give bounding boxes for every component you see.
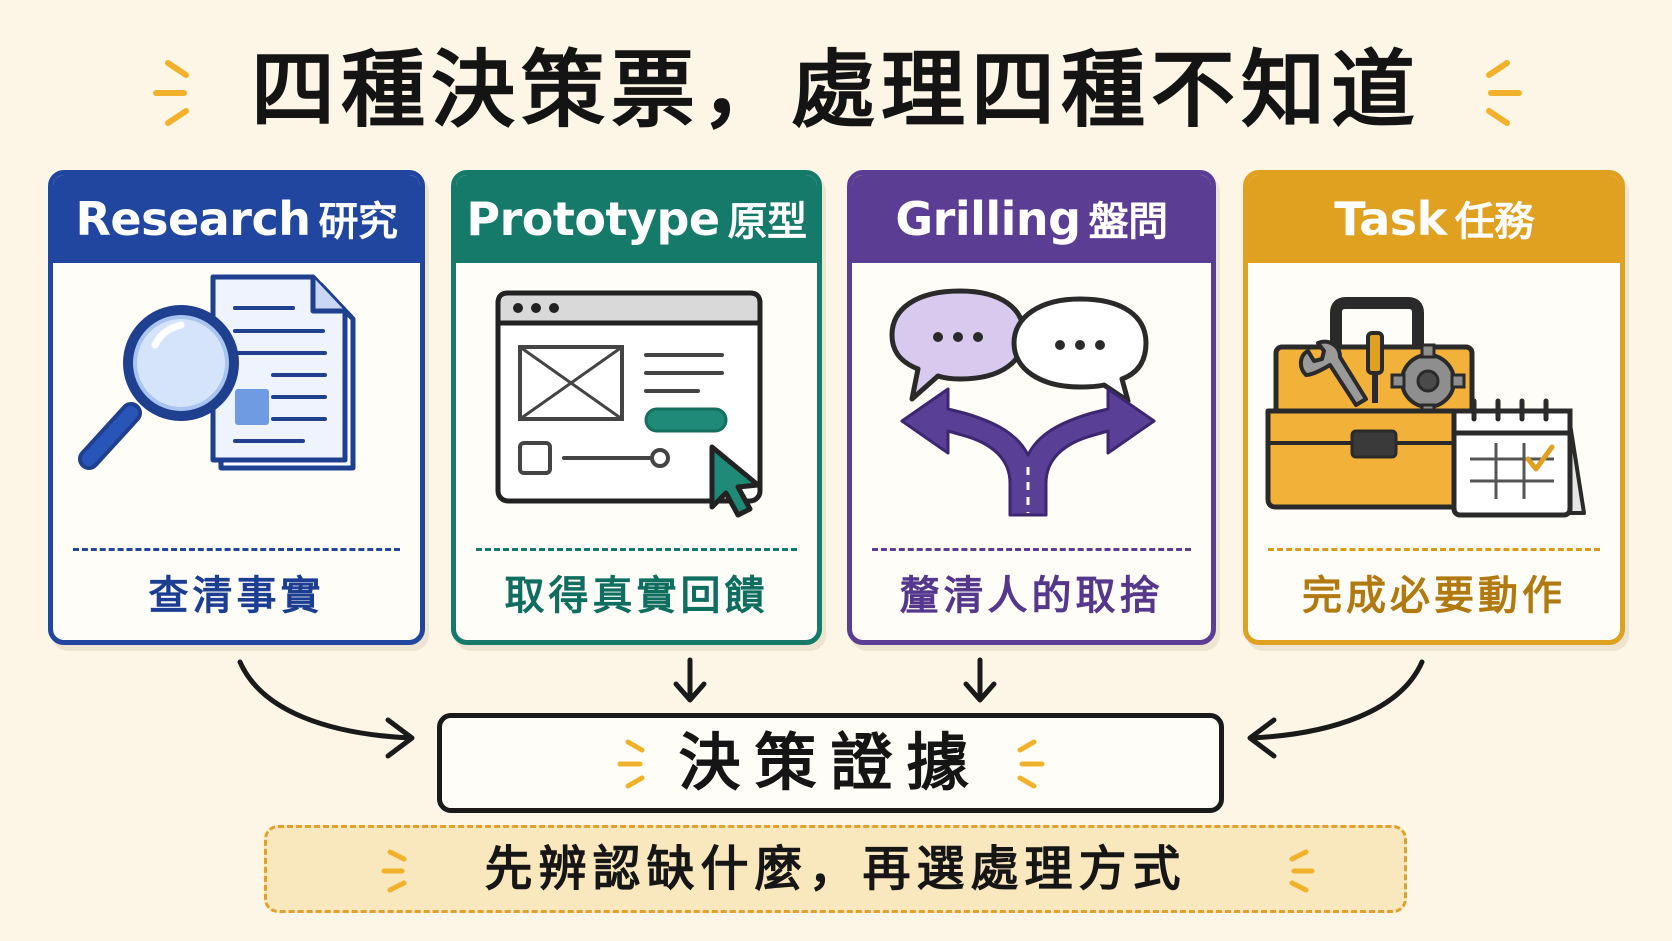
arrow-research-to-evidence-head <box>385 717 415 759</box>
arrow-task-to-evidence-head <box>1247 717 1277 759</box>
decision-evidence-box: 決策證據 <box>437 713 1224 813</box>
arrow-research-to-evidence <box>237 659 413 741</box>
footer-text: 先辨認缺什麼，再選處理方式 <box>484 841 1187 897</box>
title-sparkle-left-icon <box>153 60 189 126</box>
wireframe-browser-cursor-icon <box>495 290 763 518</box>
page-title: 四種決策票，處理四種不知道 <box>250 41 1421 139</box>
card-grilling-title-en: Grilling <box>895 192 1081 246</box>
evidence-sparkle-right-icon <box>1017 739 1045 789</box>
footer-banner: 先辨認缺什麼，再選處理方式 <box>264 825 1407 913</box>
arrow-grilling-to-evidence-head <box>963 681 997 703</box>
card-task-title-en: Task <box>1334 192 1447 246</box>
arrow-task-to-evidence <box>1249 659 1425 741</box>
card-prototype-caption: 取得真實回饋 <box>504 573 769 619</box>
card-grilling-divider <box>872 548 1191 551</box>
card-prototype-title-en: Prototype <box>466 192 720 246</box>
card-research-divider <box>73 548 400 551</box>
card-grilling-title-zh: 盤問 <box>1088 199 1169 245</box>
speech-bubbles-fork-road-icon <box>889 288 1156 517</box>
card-research-caption: 查清事實 <box>148 573 325 619</box>
evidence-sparkle-left-icon <box>617 739 645 789</box>
card-research-title-zh: 研究 <box>318 199 398 245</box>
footer-sparkle-right-icon <box>1289 849 1315 893</box>
toolbox-calendar-icon <box>1265 297 1586 518</box>
card-task-divider <box>1268 548 1600 551</box>
card-task-title-zh: 任務 <box>1454 199 1535 245</box>
card-research-title-en: Research <box>75 192 311 246</box>
card-task-caption: 完成必要動作 <box>1302 573 1566 619</box>
decision-evidence-label: 決策證據 <box>678 726 983 799</box>
card-prototype-title-zh: 原型 <box>727 199 808 245</box>
title-sparkle-right-icon <box>1486 60 1522 126</box>
card-grilling-caption: 釐清人的取捨 <box>899 573 1164 619</box>
arrow-prototype-to-evidence-head <box>673 681 707 703</box>
footer-sparkle-left-icon <box>381 849 407 893</box>
card-prototype-divider <box>476 548 797 551</box>
magnifying-glass-document-icon <box>78 274 356 471</box>
